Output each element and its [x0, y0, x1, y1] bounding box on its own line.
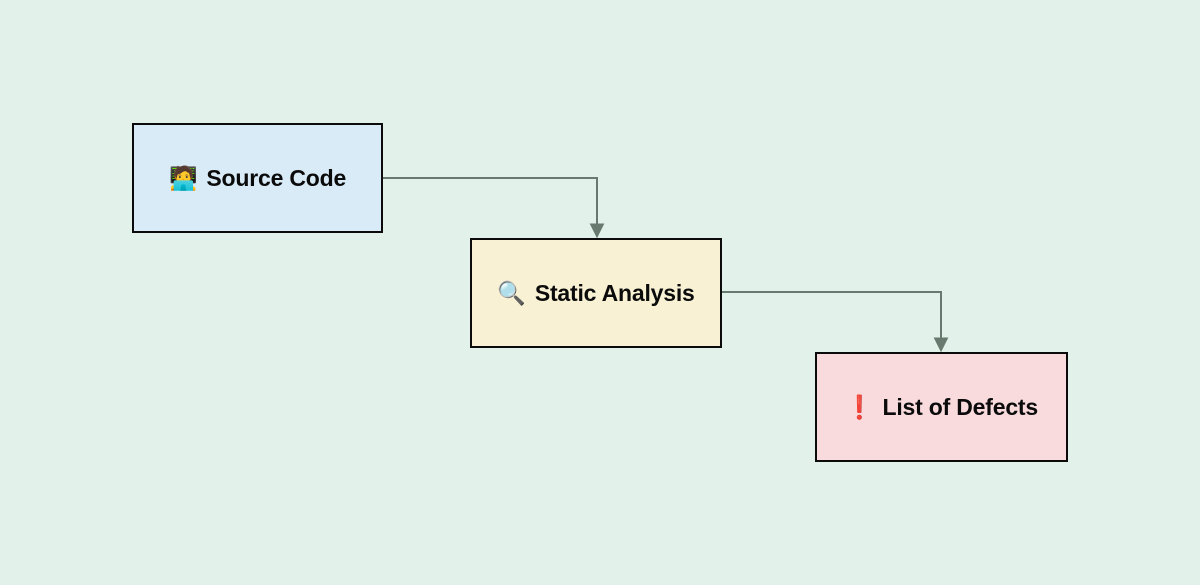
node-source-code[interactable]: 🧑‍💻 Source Code: [132, 123, 383, 233]
node-static-analysis[interactable]: 🔍 Static Analysis: [470, 238, 722, 348]
node-list-of-defects[interactable]: ❗ List of Defects: [815, 352, 1068, 462]
technologist-emoji: 🧑‍💻: [168, 164, 198, 191]
edge-analysis-to-defects: [722, 291, 949, 353]
node-source-code-label: Source Code: [206, 164, 347, 191]
node-static-analysis-label: Static Analysis: [534, 279, 695, 306]
magnifier-emoji: 🔍: [497, 279, 526, 306]
node-list-of-defects-label: List of Defects: [882, 393, 1038, 420]
exclamation-emoji: ❗: [845, 393, 874, 420]
edge-source-to-analysis: [383, 177, 605, 239]
